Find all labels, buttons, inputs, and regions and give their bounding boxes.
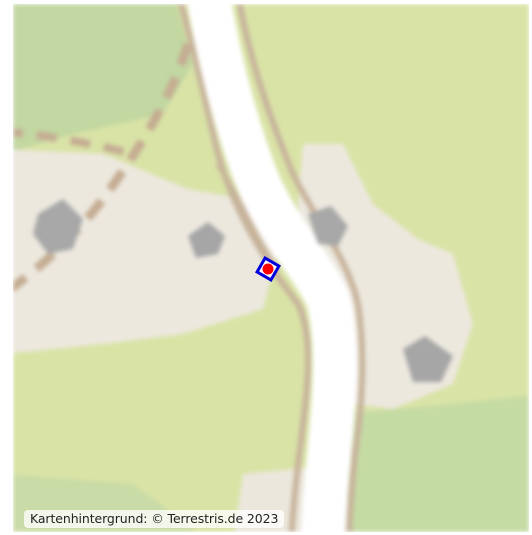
settlement-area-west: [13, 149, 283, 353]
main-road: [187, 4, 357, 532]
location-marker-icon[interactable]: [254, 255, 282, 283]
road-casing-right: [236, 4, 366, 532]
building-west: [33, 199, 83, 254]
building-center: [188, 222, 225, 258]
map-viewport[interactable]: Kartenhintergrund: © Terrestris.de 2023: [13, 4, 529, 532]
road-casing-left: [177, 4, 311, 532]
track-path-west: [13, 128, 134, 158]
map-attribution: Kartenhintergrund: © Terrestris.de 2023: [24, 510, 285, 528]
map-background: [13, 4, 529, 532]
forest-area-bottom-right: [333, 395, 529, 532]
marker-dot: [262, 263, 274, 275]
building-road-east: [308, 206, 348, 246]
track-path-north: [13, 42, 193, 293]
forest-area-top-left: [13, 4, 193, 152]
building-southeast: [403, 336, 453, 382]
